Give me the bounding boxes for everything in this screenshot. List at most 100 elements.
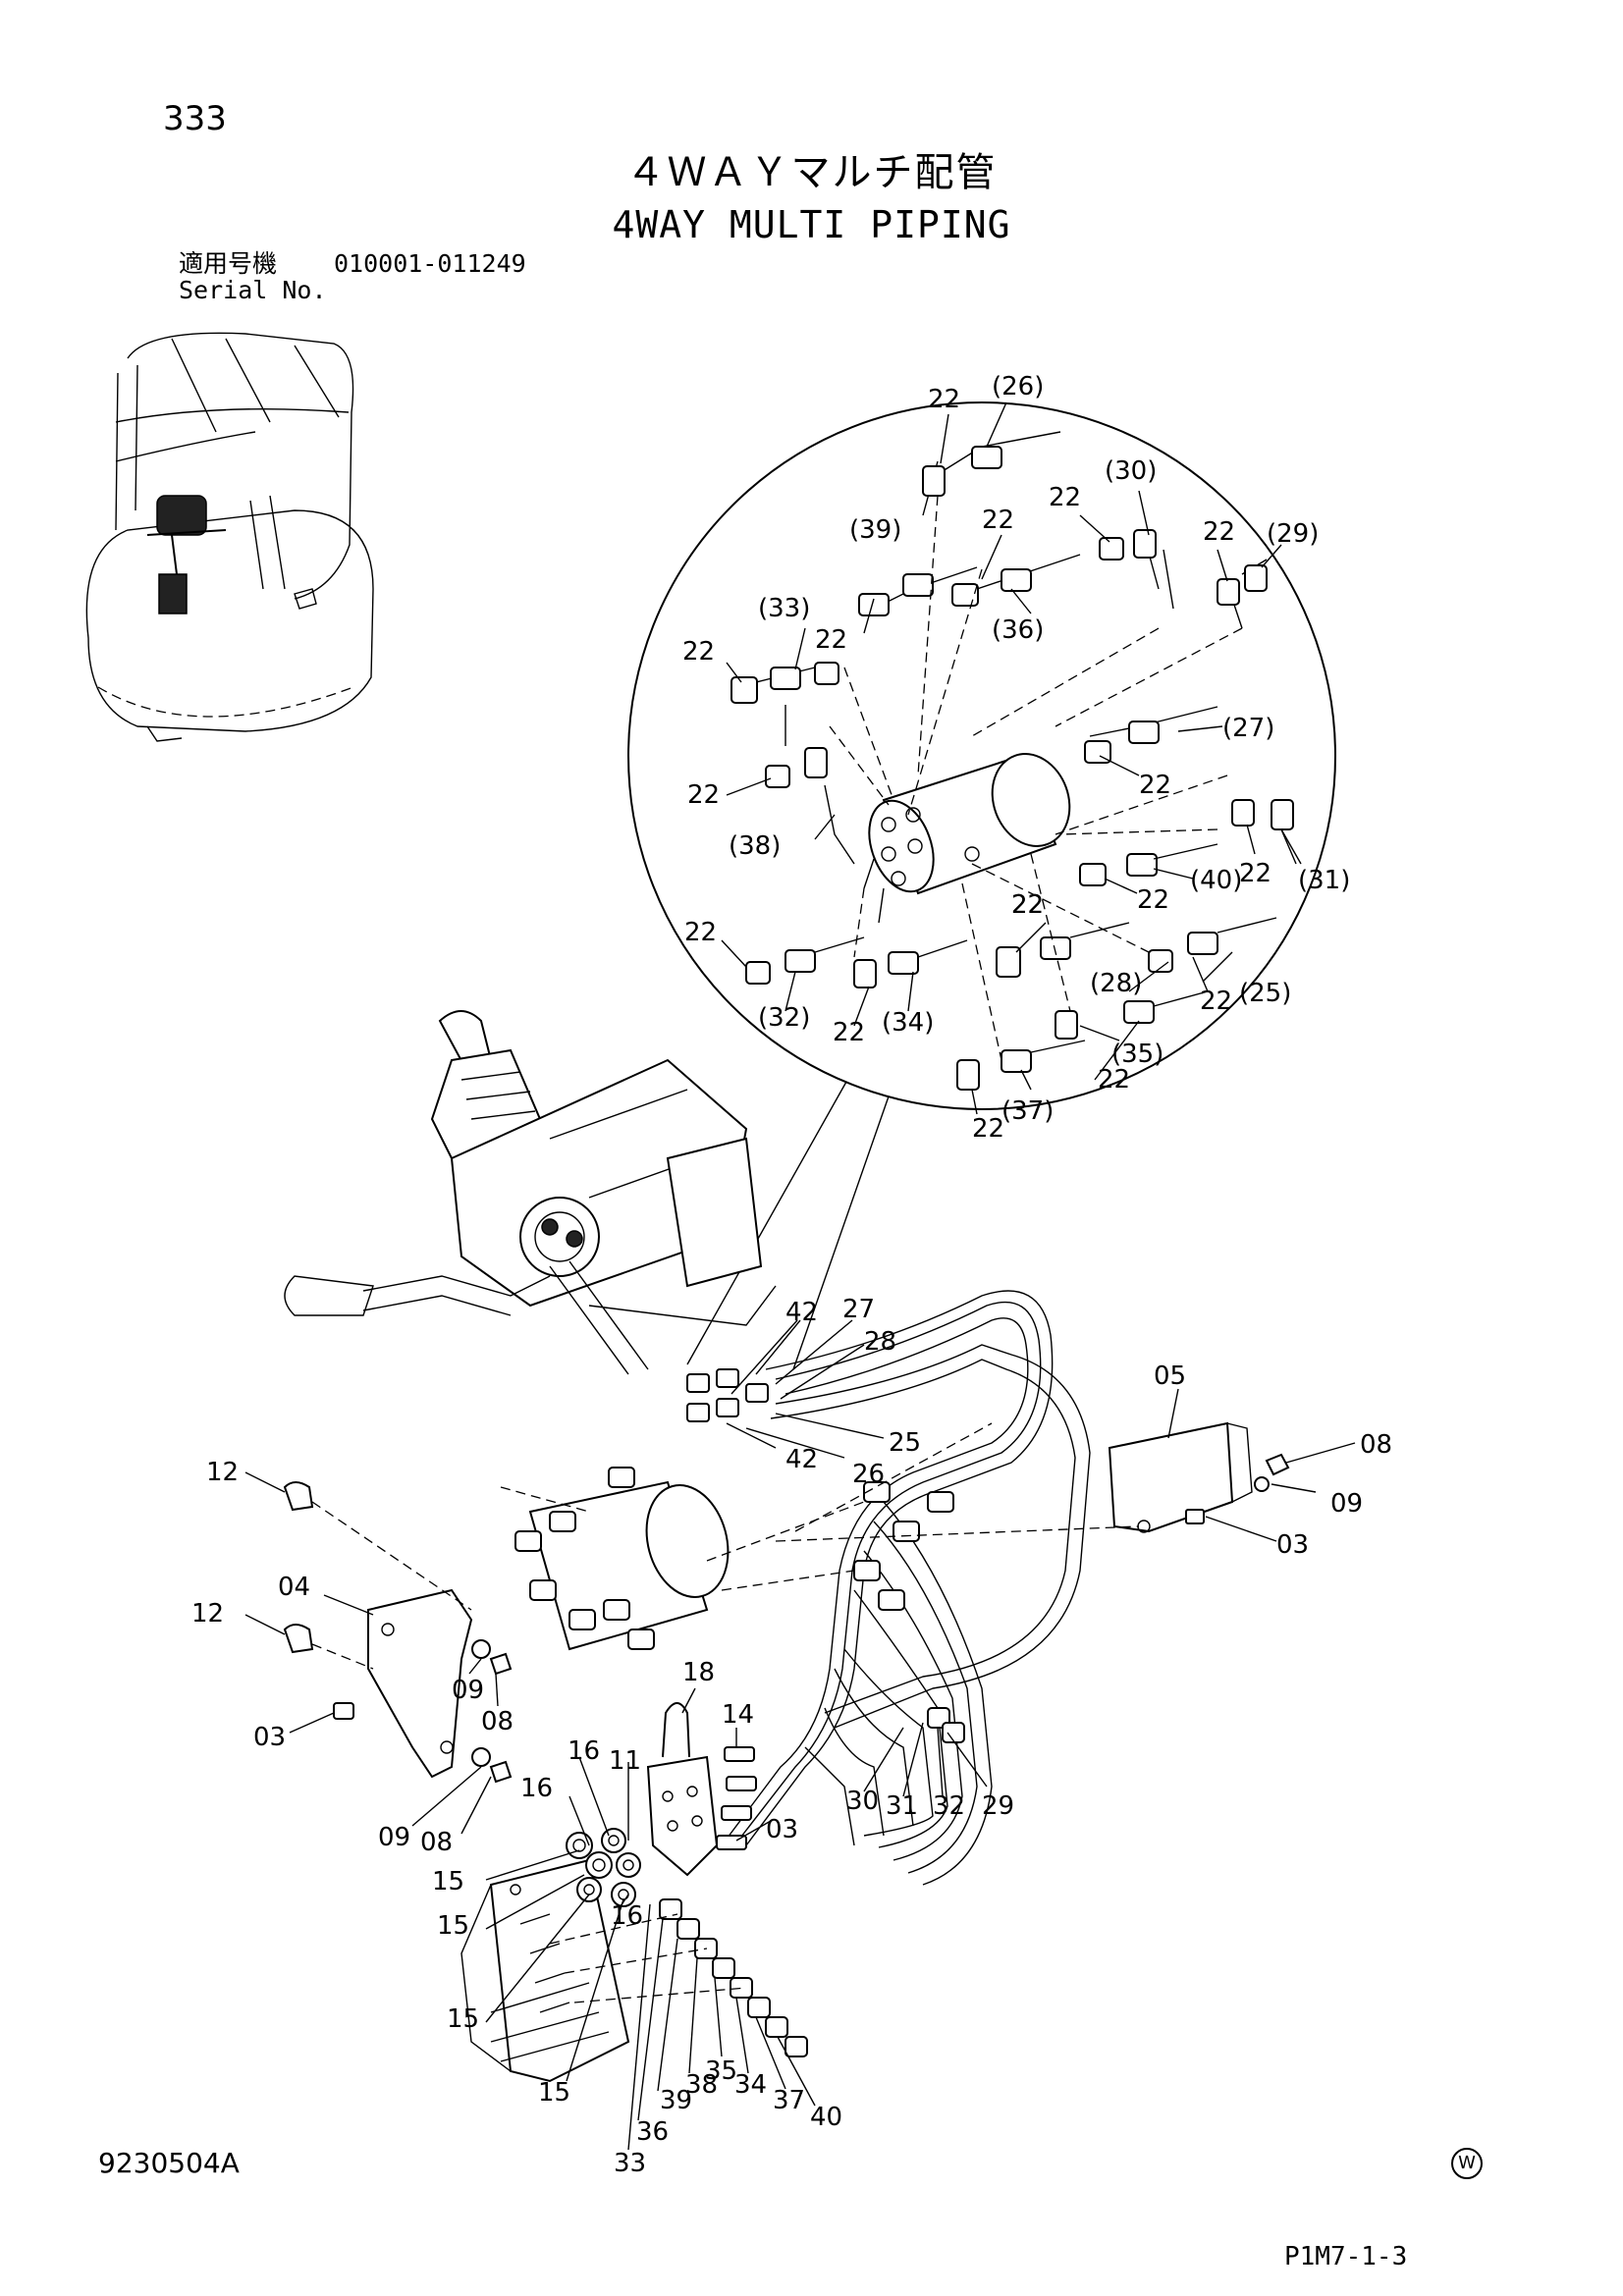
callout-label: 29 <box>982 1791 1014 1821</box>
bracket-05 <box>1108 1421 1290 1533</box>
callout-label: 33 <box>614 2149 646 2178</box>
page-title-jp: ４ＷＡＹマルチ配管 <box>625 150 998 195</box>
serial-label-en: Serial No. <box>179 276 327 304</box>
callout-label: (28) <box>1090 969 1142 998</box>
callout-label: 09 <box>452 1676 484 1705</box>
bottom-fittings <box>549 1898 808 2057</box>
cab-overview-thumbnail <box>85 332 374 742</box>
callout-label: 22 <box>815 625 847 655</box>
callout-label: 42 <box>785 1298 818 1327</box>
callout-label: (27) <box>1222 714 1274 743</box>
callout-label: 22 <box>982 506 1014 535</box>
callout-label: 03 <box>766 1815 798 1844</box>
callout-label: 30 <box>846 1787 879 1816</box>
lever-fittings <box>686 1368 965 1743</box>
callout-label: 28 <box>864 1327 896 1357</box>
control-lever-unit <box>284 1010 777 1375</box>
callout-label: 38 <box>685 2070 718 2100</box>
callout-label: 18 <box>682 1658 715 1687</box>
callout-label: 15 <box>538 2078 570 2108</box>
callout-label: 22 <box>1203 517 1235 547</box>
callout-label: (26) <box>992 372 1044 401</box>
serial-range: 010001-011249 <box>334 249 526 278</box>
callout-label: (32) <box>758 1003 810 1033</box>
detail-dashed-leaders <box>829 495 1243 1061</box>
w-mark-icon: W <box>1451 2148 1483 2179</box>
callout-label: (29) <box>1267 519 1319 549</box>
callout-label: 14 <box>722 1700 754 1730</box>
callout-label: (25) <box>1239 979 1291 1008</box>
callout-label: 11 <box>609 1746 641 1776</box>
main-callout-labels: 42 27 28 05 25 42 26 08 12 09 03 04 12 0… <box>191 1295 1392 2178</box>
callout-label: (31) <box>1298 866 1350 895</box>
callout-label: 35 <box>705 2056 737 2086</box>
page-code: P1M7-1-3 <box>1284 2242 1408 2271</box>
callout-label: (39) <box>849 515 901 545</box>
callout-label: 15 <box>437 1911 469 1941</box>
callout-label: 22 <box>1011 890 1044 920</box>
callout-label: 22 <box>1011 890 1044 920</box>
callout-label: 22 <box>1098 1065 1130 1095</box>
callout-label: 05 <box>1154 1362 1186 1391</box>
callout-label: 22 <box>1239 859 1271 888</box>
page-title-en: 4WAY MULTI PIPING <box>612 203 1011 246</box>
leader-lines <box>244 401 1356 2151</box>
callout-label: 34 <box>734 2070 767 2100</box>
callout-label: 39 <box>660 2086 692 2115</box>
callout-label: (37) <box>1001 1096 1054 1126</box>
callout-label: 16 <box>611 1901 643 1931</box>
callout-label: 27 <box>842 1295 875 1324</box>
callout-label: 03 <box>1276 1530 1309 1560</box>
callout-label: 22 <box>687 780 720 810</box>
callout-label: (34) <box>882 1008 934 1038</box>
serial-label-jp: 適用号機 <box>179 249 278 278</box>
detail-callout-labels: 22 (26) (30) 22 22 (39) 22 (29) (33) 22 … <box>682 372 1350 1144</box>
callout-label: 22 <box>1200 987 1232 1016</box>
callout-label: 36 <box>636 2117 669 2147</box>
callout-label: (30) <box>1105 456 1157 486</box>
callout-label: (38) <box>729 831 781 861</box>
callout-label: 12 <box>191 1599 224 1629</box>
callout-label: 04 <box>278 1573 310 1602</box>
callout-label: 22 <box>972 1114 1004 1144</box>
callout-label: 12 <box>206 1458 239 1487</box>
bracket-04 <box>283 1481 513 1784</box>
drawing-number: 9230504A <box>98 2147 240 2179</box>
detail-fittings <box>730 431 1297 1091</box>
manifold-block <box>460 1828 641 2083</box>
callout-label: 22 <box>833 1018 865 1047</box>
callout-label: 22 <box>1137 885 1169 915</box>
callout-label: 09 <box>1330 1489 1363 1519</box>
rotary-valve <box>863 753 1071 924</box>
detail-magnified-view <box>627 401 1336 1370</box>
callout-label: 22 <box>1049 483 1081 512</box>
callout-label: 26 <box>852 1460 885 1489</box>
callout-label: (35) <box>1111 1040 1163 1069</box>
callout-label: 22 <box>682 637 715 667</box>
hose-bundle <box>721 1290 1091 1886</box>
callout-label: 03 <box>253 1723 286 1752</box>
main-assembly <box>283 1010 1290 2083</box>
callout-label: 16 <box>520 1774 553 1803</box>
callout-label: 40 <box>810 2103 842 2132</box>
callout-label: 32 <box>933 1791 965 1821</box>
callout-label: 22 <box>1139 771 1171 800</box>
callout-label: 25 <box>889 1428 921 1458</box>
callout-label: 08 <box>481 1707 514 1736</box>
main-dashed-leaders <box>500 1422 1140 1591</box>
bracket-11 <box>646 1702 757 1877</box>
callout-label: 31 <box>886 1791 918 1821</box>
callout-label: 37 <box>773 2086 805 2115</box>
main-rotary-valve <box>514 1467 730 1651</box>
callout-label: 08 <box>420 1828 453 1857</box>
callout-label: 15 <box>447 2004 479 2034</box>
callout-label: 22 <box>684 918 717 947</box>
callout-label: 15 <box>432 1867 464 1896</box>
callout-label: 16 <box>568 1736 600 1766</box>
callout-label: 22 <box>928 385 960 414</box>
callout-label: (40) <box>1190 866 1242 895</box>
page-number: 333 <box>163 99 227 138</box>
callout-label: 42 <box>785 1445 818 1474</box>
callout-label: 09 <box>378 1823 410 1852</box>
